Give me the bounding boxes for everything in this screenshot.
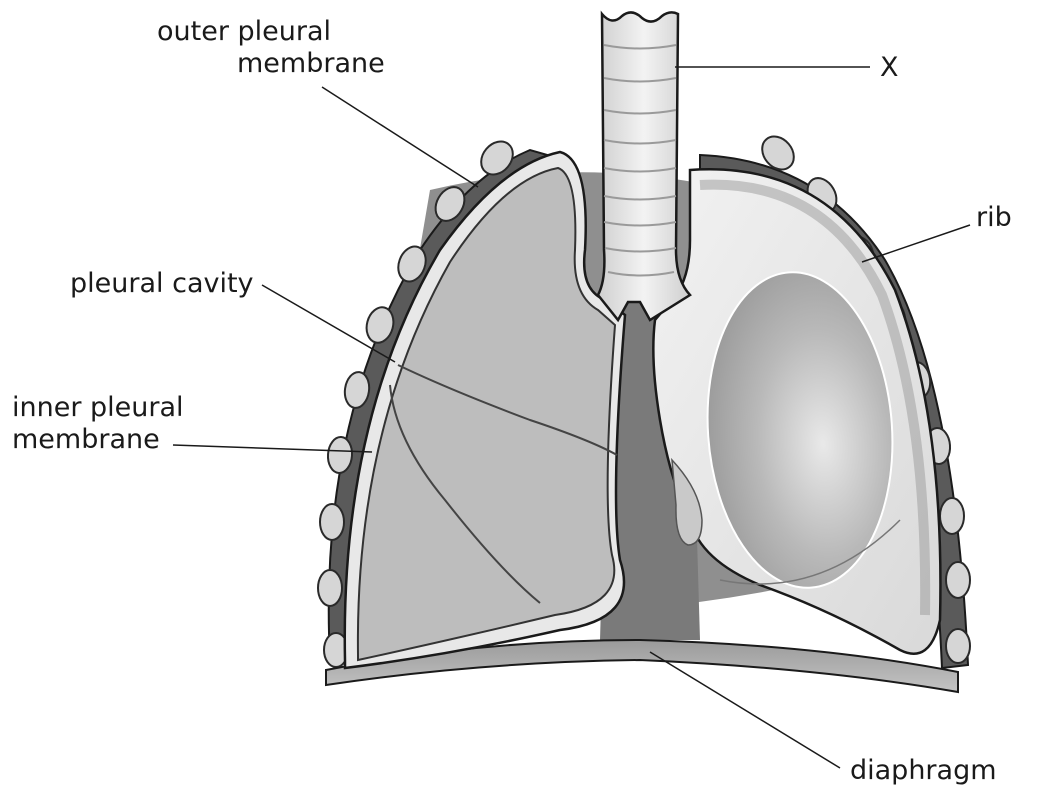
label-line: inner pleural: [12, 392, 184, 424]
label-text: rib: [976, 202, 1012, 233]
label-text: diaphragm: [850, 755, 997, 786]
label-outer-pleural-membrane: outer pleural membrane: [157, 16, 385, 80]
leader-outer-pleural-membrane: [322, 87, 478, 187]
label-text: X: [880, 52, 899, 83]
label-x: X: [880, 52, 899, 84]
label-line: membrane: [157, 48, 385, 80]
label-diaphragm: diaphragm: [850, 755, 997, 787]
label-pleural-cavity: pleural cavity: [70, 268, 254, 300]
trachea: [598, 12, 690, 320]
leader-rib: [862, 225, 970, 262]
left-lung: [345, 152, 625, 668]
label-rib: rib: [976, 202, 1012, 234]
label-line: outer pleural: [157, 16, 385, 48]
label-inner-pleural-membrane: inner pleural membrane: [12, 392, 184, 456]
label-text: pleural cavity: [70, 268, 254, 299]
label-line: membrane: [12, 424, 184, 456]
